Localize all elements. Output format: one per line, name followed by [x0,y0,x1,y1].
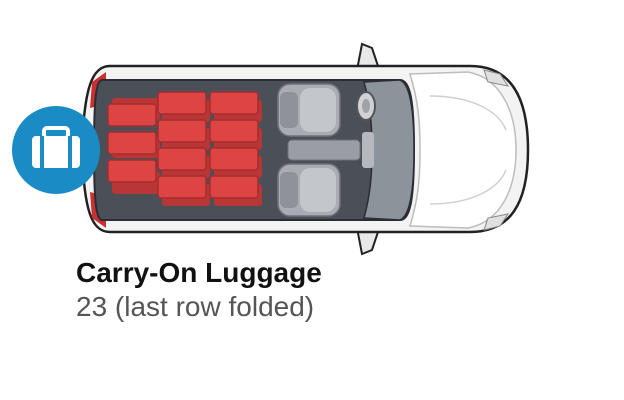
luggage-piece [157,119,207,143]
luggage-piece [209,175,259,199]
hood [408,71,517,229]
luggage-piece [209,147,259,171]
gear-shifter [362,132,374,168]
front-seat-top [277,83,341,137]
feature-title: Carry-On Luggage [76,257,322,288]
hood-crease-top [429,95,507,131]
hood-crease-bottom [429,169,507,205]
luggage-piece [209,119,259,143]
center-console [287,139,361,161]
feature-value: 23 (last row folded) [76,291,315,322]
suitcase-icon [12,106,100,194]
luggage-piece [107,131,157,155]
feature-caption: Carry-On Luggage 23 (last row folded) [76,256,322,324]
luggage-piece [157,91,207,115]
luggage-piece [107,159,157,183]
luggage-piece [107,103,157,127]
steering-wheel [356,91,376,121]
luggage-piece [209,91,259,115]
luggage-pieces [107,91,259,199]
luggage-piece [157,147,207,171]
windshield [363,79,415,221]
front-seat-bottom [277,163,341,217]
luggage-piece [157,175,207,199]
headlight-bottom [483,213,510,231]
headlight-top [483,69,510,87]
